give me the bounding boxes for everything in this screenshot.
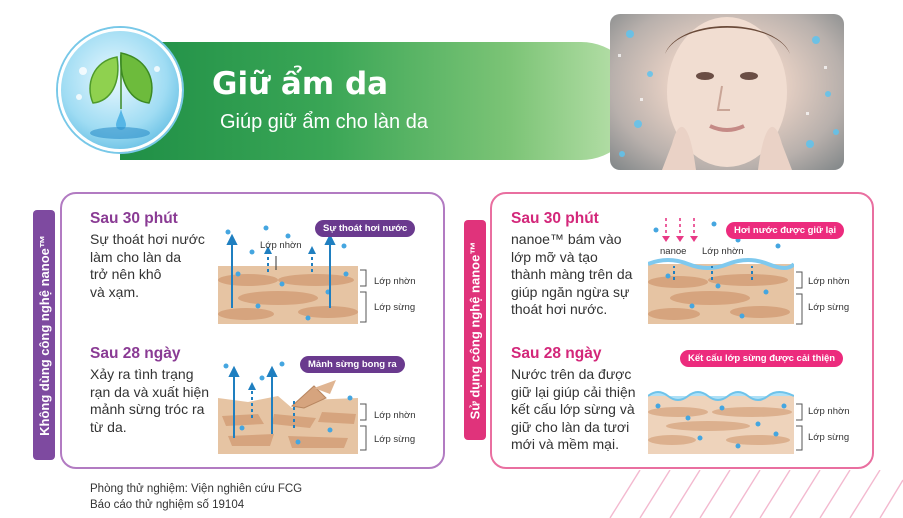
with-nanoe-label: Sử dụng công nghệ nanoe™ [467, 241, 483, 419]
leaf-drawing [76, 52, 160, 139]
report-number: Báo cáo thử nghiệm số 19104 [90, 499, 245, 511]
horny-layer-label: Lớp sừng [808, 302, 850, 313]
horny-layer-label: Lớp sừng [808, 432, 850, 443]
leaf-water-drop-icon [58, 28, 182, 152]
layer-bracket [796, 403, 803, 451]
woman-face-with-water-mist-photo [610, 14, 844, 170]
oil-layer-label: Lớp nhờn [808, 406, 850, 417]
flaking-horny-callout: Mảnh sừng bong ra [300, 356, 405, 373]
oil-layer-label: Lớp nhờn [374, 276, 416, 287]
text-line: rạn da và xuất hiện [90, 383, 210, 400]
text-line: thành màng trên da [511, 266, 633, 282]
horny-layer-label: Lớp sừng [374, 302, 416, 313]
page-subtitle: Giúp giữ ẩm cho làn da [220, 111, 428, 133]
page-title: Giữ ẩm da [212, 66, 389, 102]
title-banner [120, 42, 640, 160]
layer-bracket [360, 269, 367, 323]
text-line: và xạm. [90, 283, 140, 300]
text-line: lớp mỡ và tạo [511, 248, 598, 265]
text-line: Sự thoát hơi nước [90, 231, 205, 247]
text-line: kết cấu lớp sừng và [511, 401, 635, 417]
horny-layer-label: Lớp sừng [374, 434, 416, 445]
improved-texture-callout: Kết cấu lớp sừng được cải thiện [680, 350, 844, 367]
text-line: làm cho làn da [90, 248, 182, 265]
text-line: trở nên khô [90, 266, 162, 282]
right-step1-text: nanoe™ bám vào lớp mỡ và tạo thành màng … [511, 231, 632, 319]
oil-layer-label: Lớp nhờn [808, 276, 850, 287]
moisture-retained-callout: Hơi nước được giữ lại [726, 222, 845, 239]
right-step1-title: Sau 30 phút [511, 210, 599, 227]
right-skin-diagram-1 [648, 216, 794, 324]
left-step1-title: Sau 30 phút [90, 210, 178, 227]
nanoe-inner-label: nanoe [660, 246, 687, 257]
right-step2-title: Sau 28 ngày [511, 345, 602, 362]
right-step2-text: Nước trên da được giữ lại giúp cải thiện… [511, 366, 636, 454]
text-line: giữ lại giúp cải thiện [511, 383, 636, 400]
right-skin-diagram-2 [648, 380, 794, 454]
without-nanoe-label: Không dùng công nghệ nanoe™ [36, 234, 52, 436]
text-line: Xảy ra tình trạng [90, 366, 194, 382]
with-nanoe-tab: Sử dụng công nghệ nanoe™ [464, 220, 486, 440]
left-step2-text: Xảy ra tình trạng rạn da và xuất hiện mả… [90, 366, 209, 436]
left-step1-text: Sự thoát hơi nước làm cho làn da trở nên… [90, 231, 205, 301]
face-illustration [618, 17, 839, 170]
layer-bracket [360, 403, 367, 451]
text-line: nanoe™ bám vào [511, 231, 622, 247]
right-inner-oil-label: Lớp nhờn [702, 246, 744, 257]
left-inner-oil-label: Lớp nhờn [260, 240, 302, 251]
left-skin-diagram-2 [218, 358, 358, 454]
water-evaporation-callout: Sự thoát hơi nước [315, 220, 416, 237]
left-step2-title: Sau 28 ngày [90, 345, 181, 362]
without-nanoe-tab: Không dùng công nghệ nanoe™ [33, 210, 55, 460]
lab-name: Phòng thử nghiệm: Viện nghiên cứu FCG [90, 483, 303, 495]
text-line: mảnh sừng tróc ra [90, 401, 205, 417]
text-line: Nước trên da được [511, 366, 632, 382]
text-line: giữ cho làn da tươi [511, 418, 630, 435]
text-line: mới và mềm mại. [511, 436, 619, 452]
left-skin-diagram-1 [218, 222, 358, 324]
text-line: thoát hơi nước. [511, 301, 608, 317]
oil-layer-label: Lớp nhờn [374, 410, 416, 421]
layer-bracket [796, 271, 803, 325]
text-line: giúp ngăn ngừa sự [511, 283, 630, 300]
text-line: từ da. [90, 418, 127, 435]
decorative-stripes [609, 470, 903, 518]
